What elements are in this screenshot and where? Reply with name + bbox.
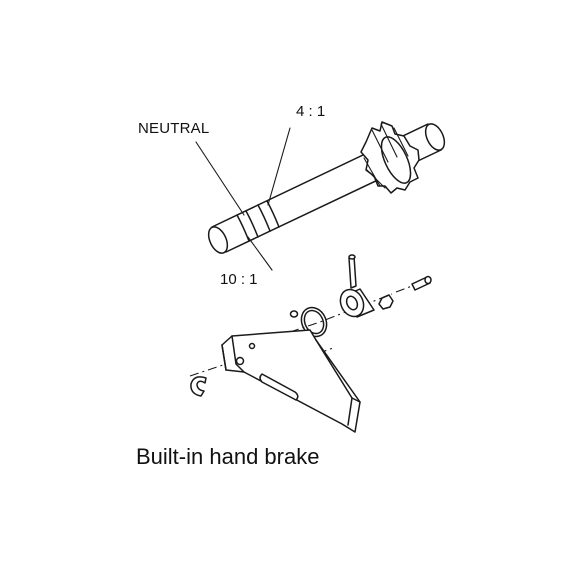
leader-lines	[195, 127, 291, 271]
shift-rings	[236, 200, 280, 242]
ratio-4-to-1-label: 4 : 1	[296, 103, 326, 120]
pinion-gear	[360, 121, 420, 194]
gear-shaft	[195, 121, 446, 271]
neutral-label: NEUTRAL	[138, 120, 210, 137]
brake-bracket	[221, 329, 361, 433]
hub-collar	[339, 288, 375, 318]
figure-caption: Built-in hand brake	[136, 444, 320, 469]
ring-washer	[300, 306, 328, 338]
ratio-10-to-1-label: 10 : 1	[220, 271, 258, 288]
pin	[348, 254, 357, 289]
nut	[378, 294, 394, 310]
dowel-pin	[411, 275, 432, 291]
e-clip	[190, 376, 207, 397]
brake-assembly	[189, 254, 432, 433]
